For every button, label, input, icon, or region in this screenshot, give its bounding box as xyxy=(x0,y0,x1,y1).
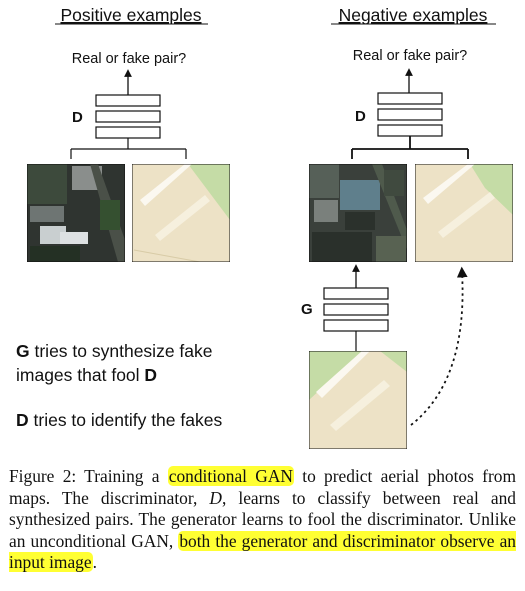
negative-discriminator-network xyxy=(377,92,443,137)
positive-discriminator-network xyxy=(95,94,161,139)
negative-discriminator-label: D xyxy=(355,108,366,125)
figure-diagram: Positive examples Real or fake pair? D xyxy=(16,5,513,449)
generator-network xyxy=(323,287,389,332)
negative-map-image xyxy=(415,164,513,262)
generator-note-line1: G tries to synthesize fake xyxy=(16,341,213,361)
negative-title: Negative examples xyxy=(339,5,488,25)
positive-aerial-photo xyxy=(27,164,125,262)
figure-caption: Figure 2: Training a conditional GAN to … xyxy=(9,466,516,573)
negative-connector xyxy=(351,136,469,159)
generated-aerial-photo xyxy=(309,164,407,262)
input-map-image xyxy=(309,351,407,449)
generator-note-line2: images that fool D xyxy=(16,365,157,385)
negative-question: Real or fake pair? xyxy=(353,48,467,64)
positive-title: Positive examples xyxy=(60,5,201,25)
generator-label: G xyxy=(301,301,313,318)
highlight-conditional-gan: conditional GAN xyxy=(167,466,294,486)
positive-map-image xyxy=(132,164,230,262)
discriminator-note: D tries to identify the fakes xyxy=(16,410,222,430)
positive-discriminator-label: D xyxy=(72,109,83,126)
positive-question: Real or fake pair? xyxy=(72,51,186,67)
condition-dotted-arrow xyxy=(410,266,468,426)
positive-connector xyxy=(70,138,187,159)
